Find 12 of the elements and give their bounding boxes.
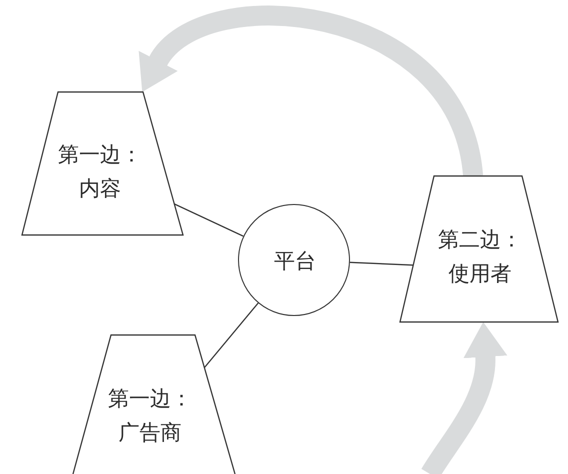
trapezoid-node — [73, 335, 235, 474]
node-label: 第二边：使用者 — [437, 226, 523, 287]
trapezoid-node — [22, 92, 183, 235]
curved-arrow — [136, 6, 483, 178]
curved-arrow — [422, 322, 508, 474]
node-label: 第一边：广告商 — [107, 385, 193, 446]
connector-line — [350, 262, 414, 266]
trapezoid-node — [400, 176, 558, 322]
connector-line — [204, 302, 259, 368]
node-label: 平台 — [273, 248, 317, 276]
connector-line — [174, 203, 244, 237]
node-label: 第一边：内容 — [57, 141, 143, 202]
